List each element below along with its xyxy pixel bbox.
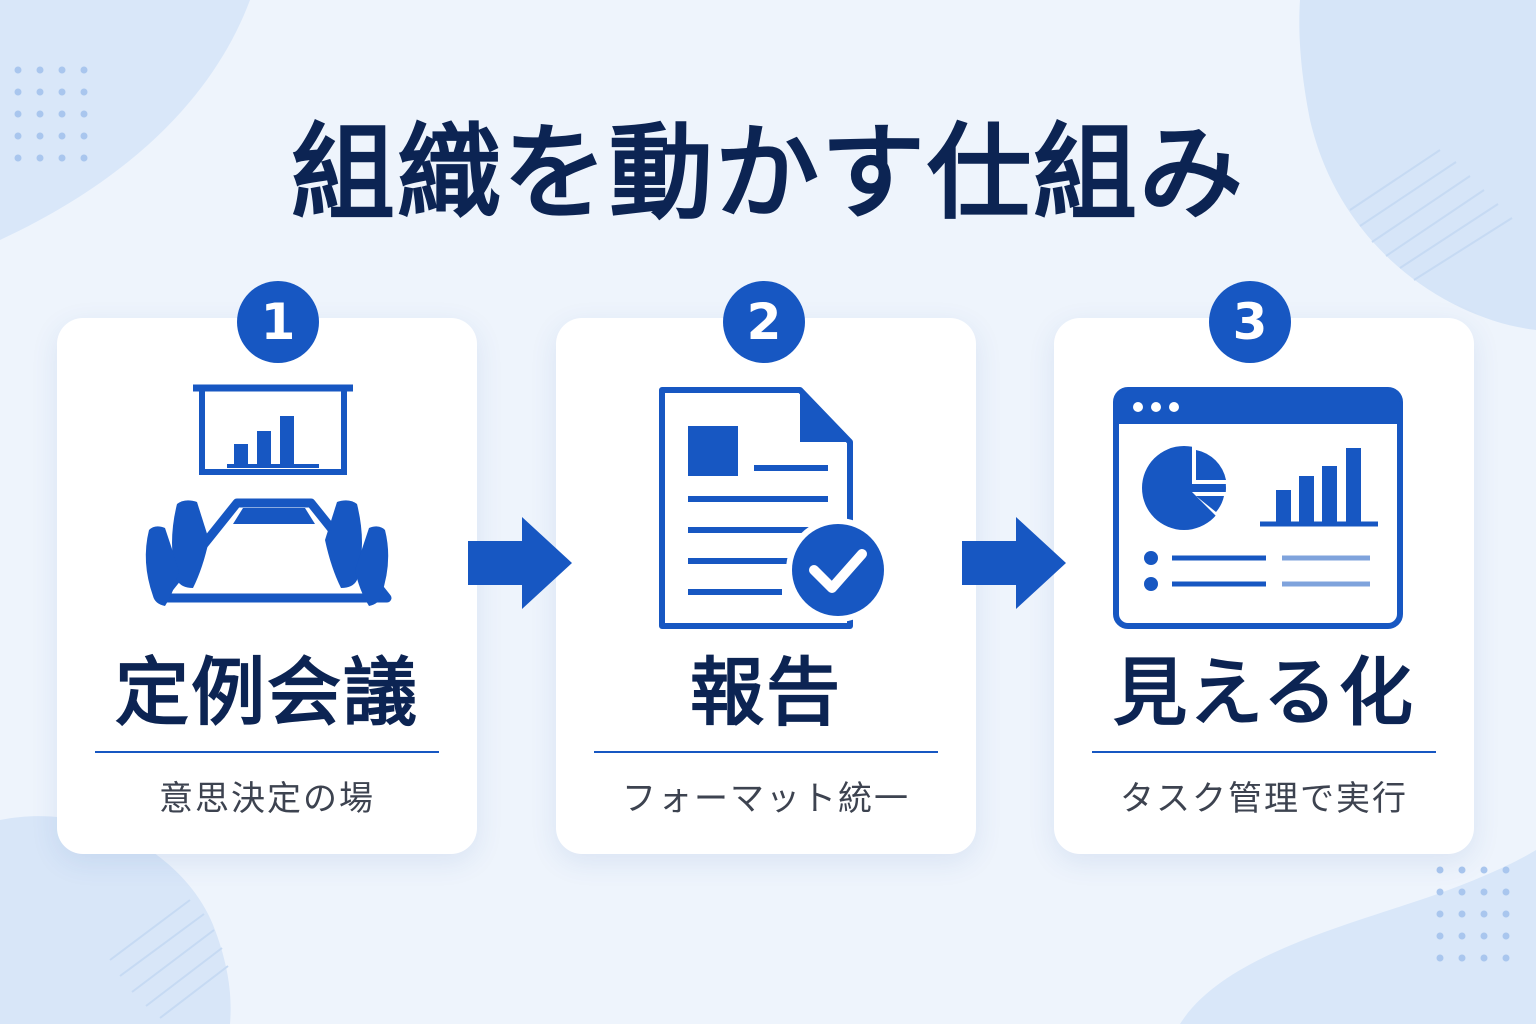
meeting-room-icon (145, 384, 392, 606)
step-number-badge: 2 (723, 281, 805, 363)
step-title: 報告 (690, 650, 842, 736)
step-subtitle: フォーマット統一 (622, 779, 910, 819)
step-card-report: 報告 フォーマット統一 (556, 318, 976, 854)
step-number-badge: 3 (1209, 281, 1291, 363)
step-number-badge: 1 (237, 281, 319, 363)
divider (95, 751, 439, 753)
arrow-right-icon (962, 517, 1066, 609)
page-title: 組織を動かす仕組み (290, 112, 1245, 234)
step-subtitle: 意思決定の場 (159, 779, 375, 819)
divider (1092, 751, 1436, 753)
step-card-visualization: 見える化 タスク管理で実行 (1054, 318, 1474, 854)
step-subtitle: タスク管理で実行 (1120, 779, 1408, 819)
divider (594, 751, 938, 753)
step-card-meeting: 定例会議 意思決定の場 (57, 318, 477, 854)
step-title: 見える化 (1113, 650, 1415, 736)
report-document-check-icon (659, 387, 890, 629)
step-title: 定例会議 (115, 650, 419, 736)
dashboard-icon (1113, 387, 1403, 629)
arrow-right-icon (468, 517, 572, 609)
